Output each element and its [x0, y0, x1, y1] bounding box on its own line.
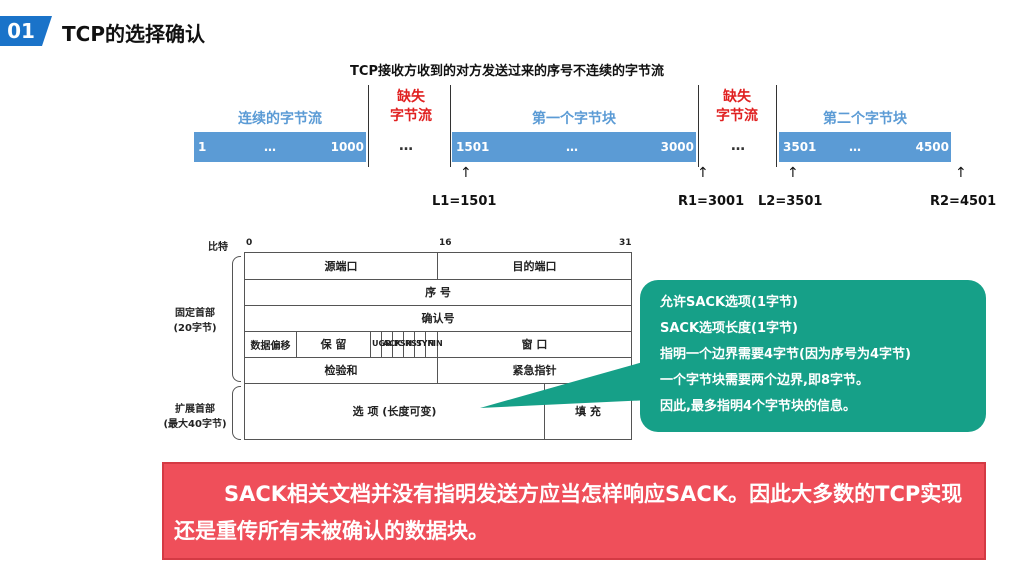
urgent-pointer-cell: 紧急指针: [512, 364, 557, 377]
segment-start: 3501: [783, 140, 817, 154]
fixed-header-label: 固定首部 (20字节): [170, 304, 220, 334]
extended-header-label-line2: (最大40字节): [163, 419, 227, 430]
callout-text: 允许SACK选项(1字节) SACK选项长度(1字节) 指明一个边界需要4字节(…: [660, 290, 911, 420]
flag-urg: UGR: [371, 331, 392, 357]
options-cell: 选 项 (长度可变): [245, 383, 545, 439]
callout-line: 因此,最多指明4个字节块的信息。: [660, 399, 856, 414]
segment-start: 1501: [456, 140, 490, 154]
segment-label-continuous: 连续的字节流: [238, 111, 322, 127]
section-number-badge: 01: [0, 16, 52, 46]
reserved-cell: 保 留: [297, 331, 371, 357]
flag-ack-text: ACK: [383, 339, 402, 348]
destination-port-cell: 目的端口: [512, 260, 557, 273]
gap-label-2: 缺失 字节流: [702, 88, 772, 126]
table-row: 序 号: [245, 279, 631, 306]
arrow-up-icon: ↑: [697, 165, 709, 181]
table-row: 源端口 目的端口: [245, 253, 631, 280]
flag-syn: SYN: [415, 331, 435, 357]
data-offset-cell: 数据偏移: [245, 331, 297, 357]
callout-line: 一个字节块需要两个边界,即8字节。: [660, 373, 869, 388]
separator-line: [698, 85, 699, 167]
callout-line: 允许SACK选项(1字节): [660, 295, 798, 310]
segment-dots: …: [566, 140, 578, 154]
gap-label-1-line2: 字节流: [390, 108, 432, 124]
segment-block2: 3501 … 4500: [779, 132, 951, 162]
extended-header-label-line1: 扩展首部: [175, 404, 215, 415]
fixed-header-label-line1: 固定首部: [175, 308, 215, 319]
fixed-header-label-line2: (20字节): [173, 323, 217, 334]
bit-16: 16: [439, 238, 452, 248]
marker-r2: R2=4501: [930, 194, 997, 209]
gap-dots: …: [399, 138, 413, 154]
callout-line: 指明一个边界需要4字节(因为序号为4字节): [660, 347, 911, 362]
marker-r1: R1=3001: [678, 194, 745, 209]
segment-end: 3000: [660, 140, 694, 154]
table-row: 选 项 (长度可变) 填 充: [245, 383, 631, 439]
segment-dots: …: [849, 140, 861, 154]
callout-box: 允许SACK选项(1字节) SACK选项长度(1字节) 指明一个边界需要4字节(…: [640, 280, 986, 432]
tcp-header-table: 源端口 目的端口 序 号 确认号 数据偏移 保 留 UGR ACK PSH RS…: [244, 252, 632, 440]
fixed-header-brace: [232, 256, 241, 382]
checksum-cell: 检验和: [245, 357, 438, 383]
gap-label-1-line1: 缺失: [397, 89, 425, 105]
segment-end: 1000: [330, 140, 364, 154]
gap-label-2-line2: 字节流: [716, 108, 758, 124]
flag-rst-text: RST: [405, 339, 423, 348]
gap-dots: …: [731, 138, 745, 154]
bit-0: 0: [246, 238, 253, 248]
padding-cell: 填 充: [575, 405, 601, 418]
source-port-cell: 源端口: [245, 253, 438, 279]
callout-line: SACK选项长度(1字节): [660, 321, 798, 336]
arrow-up-icon: ↑: [460, 165, 472, 181]
segment-block1: 1501 … 3000: [452, 132, 696, 162]
flag-psh: PSH: [393, 331, 413, 357]
arrow-up-icon: ↑: [787, 165, 799, 181]
segment-dots: …: [264, 140, 276, 154]
flag-psh-text: PSH: [394, 339, 413, 348]
segment-end: 4500: [915, 140, 949, 154]
flag-fin: FIN: [426, 331, 443, 357]
segment-start: 1: [198, 140, 207, 154]
sequence-number-cell: 序 号: [425, 286, 451, 299]
ack-number-cell: 确认号: [421, 312, 455, 325]
note-text: SACK相关文档并没有指明发送方应当怎样响应SACK。因此大多数的TCP实现还是…: [174, 482, 963, 543]
table-row: 确认号: [245, 305, 631, 332]
separator-line: [450, 85, 451, 167]
flag-urg-text: UGR: [372, 339, 392, 348]
flag-syn-text: SYN: [416, 339, 435, 348]
gap-label-1: 缺失 字节流: [376, 88, 446, 126]
table-row: 数据偏移 保 留 UGR ACK PSH RST SYN FIN 窗 口: [245, 331, 631, 358]
segment-label-block1: 第一个字节块: [532, 111, 616, 127]
separator-line: [368, 85, 369, 167]
window-cell: 窗 口: [521, 338, 548, 351]
marker-l2: L2=3501: [758, 194, 823, 209]
segment-label-block2: 第二个字节块: [823, 111, 907, 127]
marker-l1: L1=1501: [432, 194, 497, 209]
flag-fin-text: FIN: [427, 339, 443, 348]
segment-continuous: 1 … 1000: [194, 132, 366, 162]
extended-header-label: 扩展首部 (最大40字节): [160, 400, 230, 430]
separator-line: [776, 85, 777, 167]
flag-rst: RST: [404, 331, 423, 357]
diagram-title: TCP接收方收到的对方发送过来的序号不连续的字节流: [350, 64, 664, 79]
note-box: SACK相关文档并没有指明发送方应当怎样响应SACK。因此大多数的TCP实现还是…: [162, 462, 986, 560]
page-title: TCP的选择确认: [62, 22, 205, 46]
arrow-up-icon: ↑: [955, 165, 967, 181]
gap-label-2-line1: 缺失: [723, 89, 751, 105]
table-row: 检验和 紧急指针: [245, 357, 631, 384]
bits-label: 比特: [208, 242, 228, 253]
flag-ack: ACK: [382, 331, 402, 357]
extended-header-brace: [232, 386, 241, 440]
callout-pointer: [480, 360, 650, 408]
bit-31: 31: [619, 238, 632, 248]
